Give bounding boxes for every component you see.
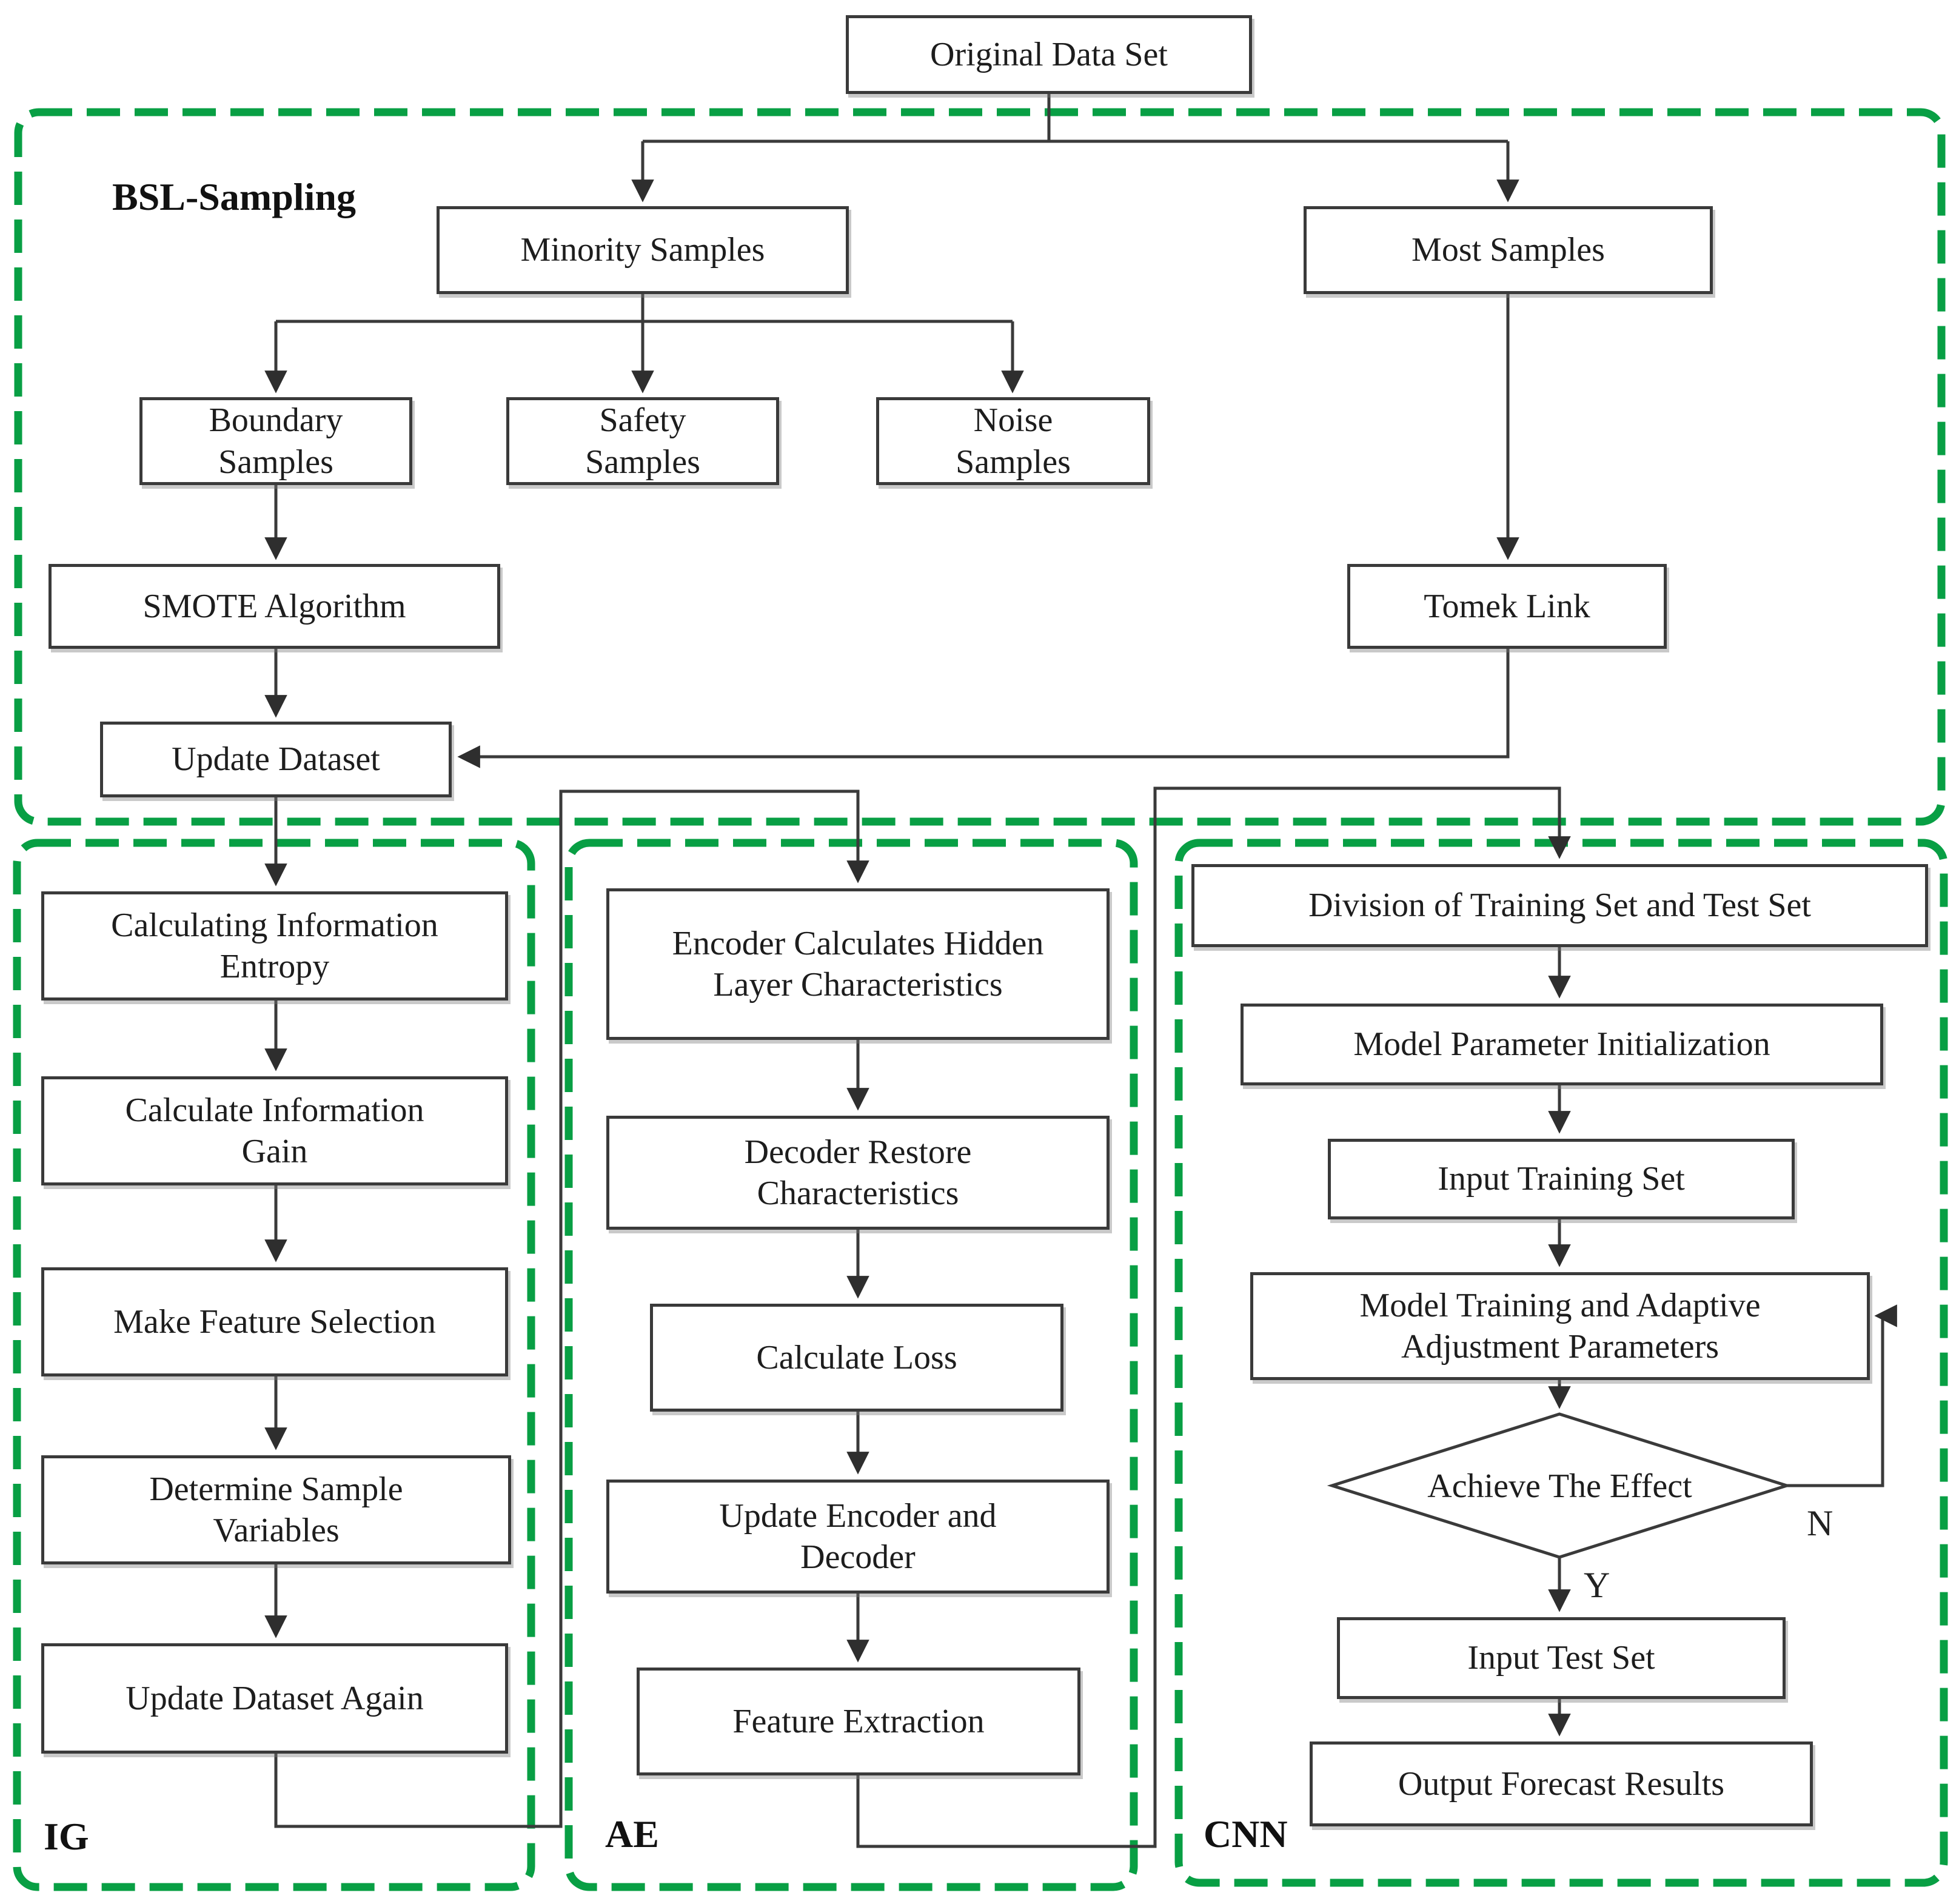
group-label-bsl-sampling: BSL-Sampling (112, 175, 356, 218)
node-calculating-information-entropy: Calculating Information Entropy (41, 891, 508, 1001)
connector-arrow (457, 649, 1510, 768)
branch-label-yes: Y (1584, 1565, 1610, 1605)
connectors (264, 94, 1897, 1848)
connector-arrow (856, 786, 1571, 1848)
node-update-dataset-again: Update Dataset Again (41, 1643, 508, 1754)
node-tomek-link: Tomek Link (1347, 564, 1667, 649)
node-noise-samples: Noise Samples (876, 397, 1150, 485)
group-label-ig: IG (44, 1815, 89, 1858)
node-original-data-set: Original Data Set (846, 15, 1252, 94)
group-label-ae: AE (605, 1812, 659, 1855)
node-input-training-set: Input Training Set (1328, 1139, 1795, 1219)
node-achieve-the-effect: Achieve The Effect (1427, 1467, 1692, 1505)
node-safety-samples: Safety Samples (506, 397, 779, 485)
node-determine-sample-variables: Determine Sample Variables (41, 1455, 511, 1564)
connector-arrow (1787, 1304, 1897, 1487)
node-minority-samples: Minority Samples (437, 206, 849, 294)
node-encoder-calculates-hidden-layer: Encoder Calculates Hidden Layer Characte… (606, 888, 1110, 1040)
node-update-dataset: Update Dataset (100, 722, 452, 797)
node-smote-algorithm: SMOTE Algorithm (49, 564, 500, 649)
node-boundary-samples: Boundary Samples (139, 397, 412, 485)
connector-arrow (274, 789, 869, 1828)
node-make-feature-selection: Make Feature Selection (41, 1267, 508, 1376)
node-output-forecast-results: Output Forecast Results (1310, 1741, 1813, 1826)
group-border-ae (564, 839, 1138, 1891)
node-feature-extraction: Feature Extraction (637, 1668, 1080, 1775)
node-input-test-set: Input Test Set (1337, 1617, 1786, 1699)
node-most-samples: Most Samples (1304, 206, 1713, 294)
node-update-encoder-and-decoder: Update Encoder and Decoder (606, 1480, 1110, 1594)
node-calculate-information-gain: Calculate Information Gain (41, 1076, 508, 1185)
node-division-training-test-set: Division of Training Set and Test Set (1191, 864, 1928, 947)
group-border-ig (13, 839, 535, 1891)
node-calculate-loss: Calculate Loss (650, 1304, 1063, 1412)
node-model-parameter-initialization: Model Parameter Initialization (1241, 1004, 1883, 1085)
group-label-cnn: CNN (1204, 1812, 1288, 1855)
node-model-training-adaptive-adjustment: Model Training and Adaptive Adjustment P… (1250, 1272, 1870, 1380)
group-border-bsl (14, 108, 1946, 826)
branch-label-no: N (1807, 1503, 1833, 1543)
decision-diamond (1327, 1412, 1792, 1559)
node-decoder-restore-characteristics: Decoder Restore Characteristics (606, 1116, 1110, 1230)
